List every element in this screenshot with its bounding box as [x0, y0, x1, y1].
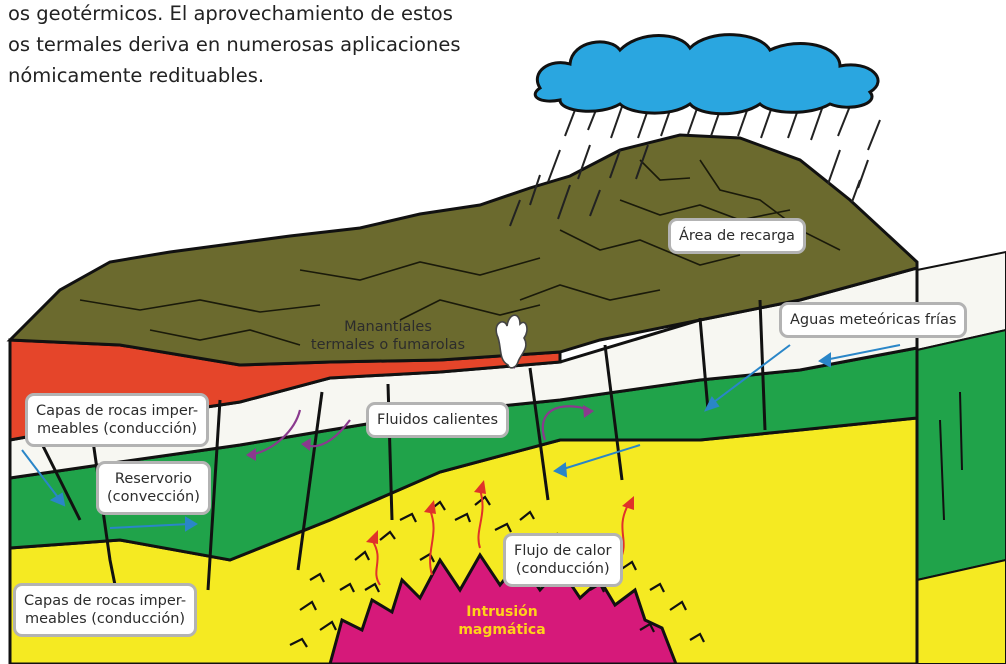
- label-aguas-meteoricas: Aguas meteóricas frías: [779, 302, 967, 338]
- intro-line-3: nómicamente redituables.: [8, 60, 478, 91]
- label-flujo-calor: Flujo de calor (conducción): [503, 533, 623, 587]
- label-capas-impermeables-bottom: Capas de rocas imper- meables (conducció…: [13, 583, 197, 637]
- label-manantiales: Manantiales termales o fumarolas: [288, 318, 488, 354]
- label-fluidos-calientes: Fluidos calientes: [366, 402, 509, 438]
- cloud-icon: [535, 35, 878, 114]
- label-intrusion-magmatica: Intrusión magmática: [402, 603, 602, 639]
- label-capas-impermeables-top: Capas de rocas imper- meables (conducció…: [25, 393, 209, 447]
- intro-line-1: os geotérmicos. El aprovechamiento de es…: [8, 0, 478, 29]
- label-area-recarga: Área de recarga: [668, 218, 806, 254]
- label-reservorio: Reservorio (convección): [96, 461, 211, 515]
- intro-paragraph: os geotérmicos. El aprovechamiento de es…: [8, 0, 478, 91]
- intro-line-2: os termales deriva en numerosas aplicaci…: [8, 29, 478, 60]
